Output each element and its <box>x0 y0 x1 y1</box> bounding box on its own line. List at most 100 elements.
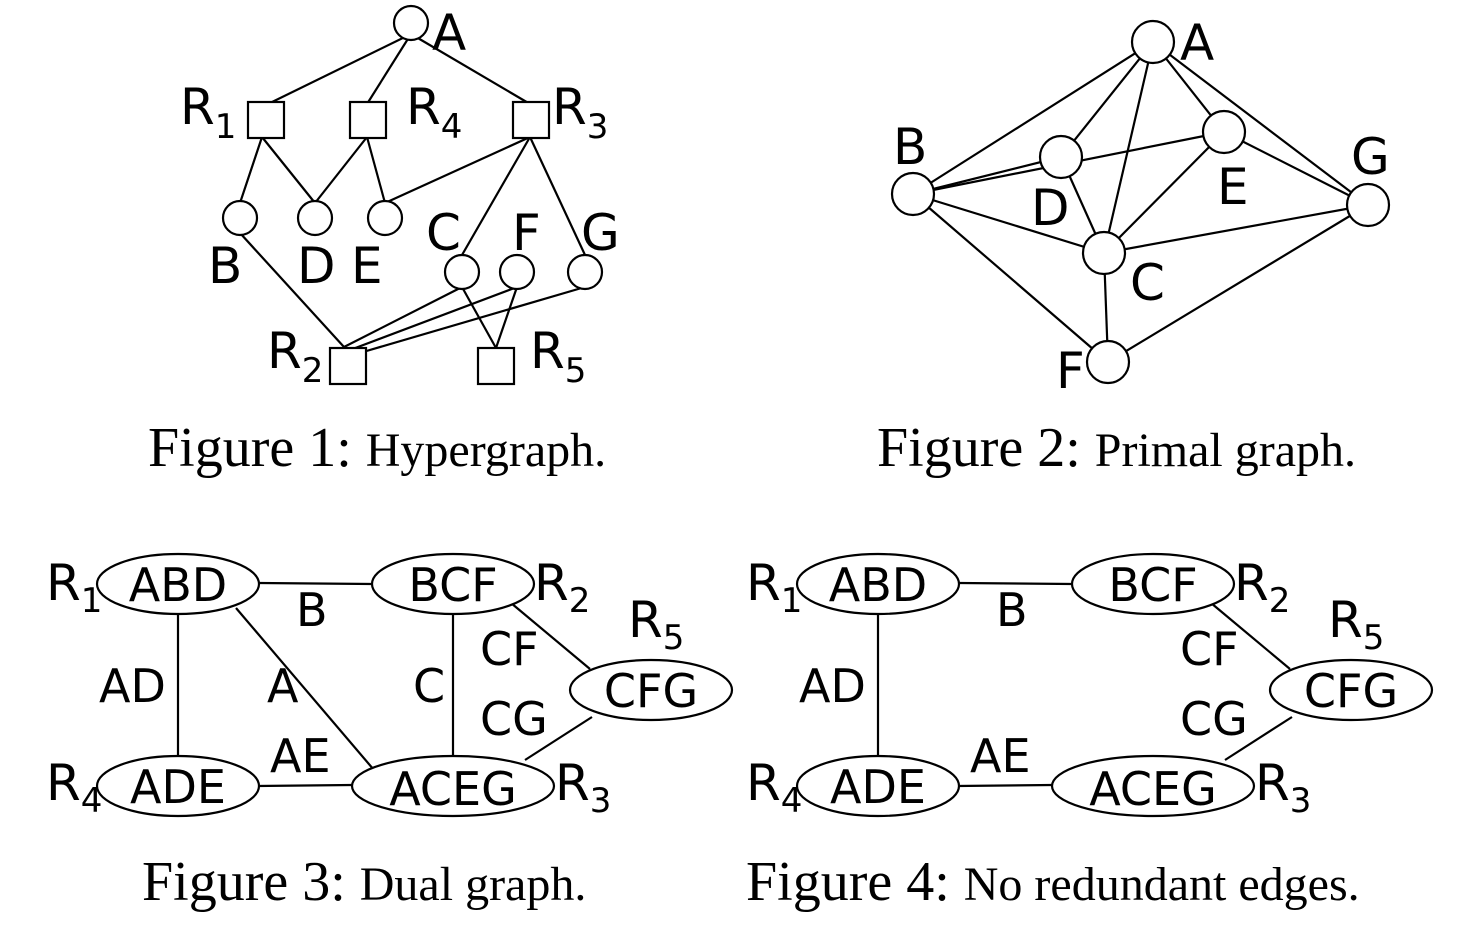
dual-node-cfg <box>568 658 734 722</box>
vertex-e-label: E <box>1217 158 1249 216</box>
edge-b-f <box>912 193 1109 363</box>
figure-4-edges <box>876 581 1293 788</box>
edge-e-c <box>1103 131 1225 254</box>
figure-1-caption: Figure 1:Hypergraph. <box>148 417 606 479</box>
dual-node-aceg <box>1050 754 1256 818</box>
vertex-d-label: D <box>297 237 336 295</box>
edge-r1-d <box>261 136 316 204</box>
figure-2-caption: Figure 2:Primal graph. <box>877 417 1356 479</box>
vertex-a <box>1130 19 1176 65</box>
edge-label-a: A <box>267 659 299 713</box>
figure-3-caption: Figure 3:Dual graph. <box>142 851 586 913</box>
edge-abd-aceg <box>235 607 375 771</box>
relation-label-r2: R2 <box>534 554 590 621</box>
hyperedge-r2 <box>328 346 368 386</box>
edge-label-ae: AE <box>270 729 331 783</box>
relation-label-r1: R1 <box>46 554 102 621</box>
vertex-e-label: E <box>351 237 383 295</box>
edge-a-b <box>912 41 1154 195</box>
vertex-f-label: F <box>512 204 541 262</box>
edge-label-cf: CF <box>1180 622 1239 676</box>
vertex-a-label: A <box>432 4 466 62</box>
vertex-e <box>1201 109 1247 155</box>
edge-label-c: C <box>413 659 445 713</box>
dual-node-abd <box>95 552 261 616</box>
edge-bcf-cfg <box>1210 602 1291 670</box>
hyperedge-r3-label: R3 <box>552 78 608 147</box>
vertex-c-label: C <box>1130 254 1165 312</box>
edge-ade-aceg <box>956 783 1053 788</box>
edge-a-r1 <box>267 33 412 105</box>
dual-node-ade-text: ADE <box>130 760 226 814</box>
edge-label-b: B <box>296 583 328 637</box>
vertex-b-label: B <box>893 118 927 176</box>
vertex-c-label: C <box>426 204 461 262</box>
dual-node-aceg <box>350 754 556 818</box>
edge-a-g <box>1152 41 1369 206</box>
hyperedge-r3 <box>511 100 551 140</box>
vertex-b-label: B <box>208 237 242 295</box>
hyperedge-r5 <box>476 346 516 386</box>
edge-g-r2 <box>362 285 586 354</box>
dual-node-ade <box>795 754 961 818</box>
vertex-d <box>296 199 334 237</box>
hyperedge-r4-label: R4 <box>406 78 462 147</box>
dual-node-aceg-text: ACEG <box>389 762 517 816</box>
edge-label-cf: CF <box>480 622 539 676</box>
vertex-b <box>890 171 936 217</box>
relation-label-r5: R5 <box>1328 591 1384 658</box>
edge-a-c <box>1102 41 1155 254</box>
edge-cfg-aceg <box>1224 716 1293 761</box>
vertex-g-label: G <box>581 204 620 262</box>
figure-2-primal-graph: A B D E G C F Figure 2:Primal graph. <box>877 14 1391 479</box>
edge-label-ad: AD <box>799 659 866 713</box>
dual-node-abd-text: ABD <box>829 558 927 612</box>
hyperedge-r5-label: R5 <box>530 322 586 391</box>
vertex-a <box>392 4 430 42</box>
edge-r1-b <box>238 136 264 204</box>
figure-1-hypergraph: A B D E C F G R1 R4 R3 R2 R5 Figure 1:Hy… <box>148 4 620 479</box>
vertex-f-label: F <box>1056 342 1085 400</box>
dual-node-abd <box>795 552 961 616</box>
dual-node-abd-text: ABD <box>129 558 227 612</box>
dual-node-ade-text: ADE <box>830 760 926 814</box>
dual-node-aceg-text: ACEG <box>1089 762 1217 816</box>
relation-label-r4: R4 <box>746 754 802 821</box>
dual-node-cfg-text: CFG <box>1304 664 1398 718</box>
edge-a-r4 <box>366 33 412 105</box>
vertex-e <box>366 199 404 237</box>
edge-a-r3 <box>410 33 531 105</box>
edge-c-g <box>1103 203 1369 255</box>
vertex-c <box>1081 230 1127 276</box>
edge-f-r5 <box>494 286 519 349</box>
vertex-d-label: D <box>1031 179 1070 237</box>
edge-b-c <box>912 192 1105 255</box>
edge-c-r2 <box>343 286 463 348</box>
edge-e-g <box>1223 131 1369 206</box>
relation-label-r3: R3 <box>1255 754 1311 821</box>
figure-2-edges <box>912 41 1369 363</box>
vertex-c <box>443 253 481 291</box>
vertex-g-label: G <box>1351 128 1390 186</box>
figure-1-edges <box>238 33 586 354</box>
figure-3-edges <box>176 581 593 788</box>
dual-node-bcf-text: BCF <box>1108 558 1197 612</box>
hyperedge-r1-label: R1 <box>180 78 236 147</box>
edge-b-r2 <box>239 232 345 348</box>
vertex-f <box>1085 339 1131 385</box>
figure-3-dual-graph: ABD BCF CFG ADE ACEG R1 R2 R5 R4 R3 B AD… <box>46 552 734 913</box>
edge-ade-aceg <box>256 783 353 788</box>
vertex-d <box>1038 134 1084 180</box>
relation-label-r3: R3 <box>555 754 611 821</box>
edge-abd-bcf <box>258 581 373 586</box>
edge-r3-g <box>529 136 586 256</box>
dual-node-bcf <box>370 552 536 616</box>
hyperedge-r4 <box>348 100 388 140</box>
edge-a-d <box>1060 41 1154 158</box>
relation-label-r4: R4 <box>46 754 102 821</box>
edge-f-r2 <box>349 285 518 352</box>
dual-node-bcf-text: BCF <box>408 558 497 612</box>
vertex-g <box>566 253 604 291</box>
edge-label-b: B <box>996 583 1028 637</box>
